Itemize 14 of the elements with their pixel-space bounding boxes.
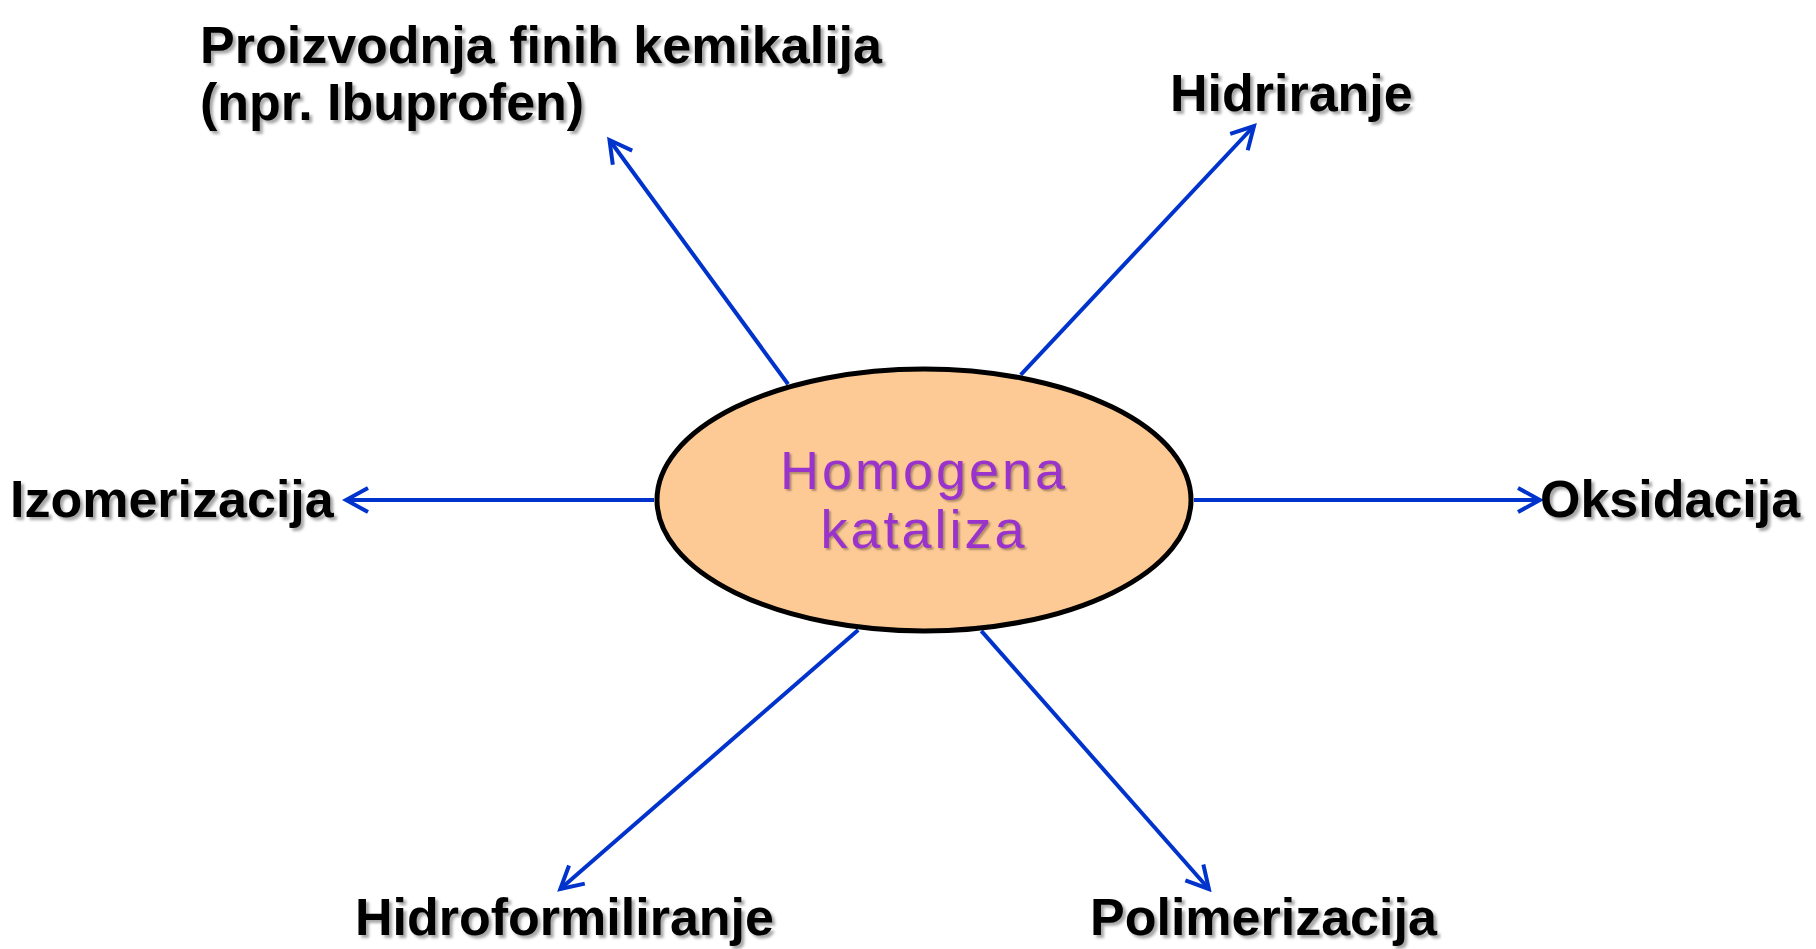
arrow	[607, 138, 790, 386]
node-label: Oksidacija	[1540, 471, 1801, 529]
arrow	[344, 486, 654, 514]
arrow	[979, 629, 1211, 891]
arrow	[1194, 486, 1542, 514]
node-label: Proizvodnja finih kemikalija (npr. Ibuprofen)	[200, 16, 884, 132]
node-label: Hidriranje	[1170, 65, 1413, 123]
node-label: Homogena kataliza	[778, 440, 1070, 560]
arrow	[558, 628, 860, 891]
arrow	[1019, 124, 1256, 377]
node-label: Izomerizacija	[10, 471, 334, 529]
node-label: Polimerizacija	[1090, 889, 1437, 947]
ellipse-node	[654, 366, 1194, 634]
node-label: Hidroformiliranje	[355, 889, 774, 947]
